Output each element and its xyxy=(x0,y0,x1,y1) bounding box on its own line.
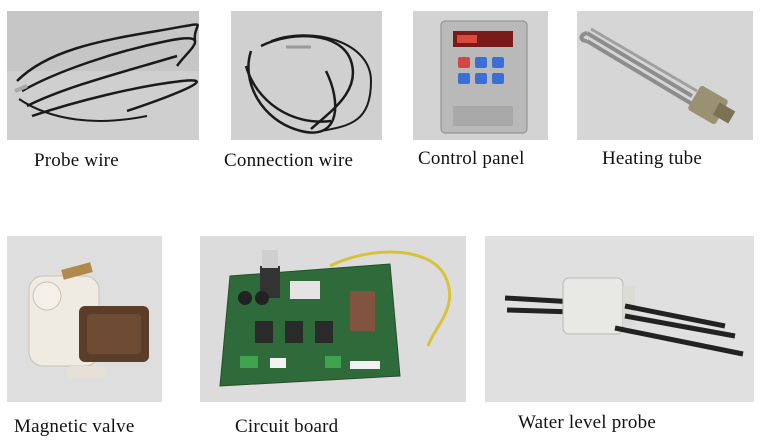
probe-wire-photo-svg xyxy=(7,11,199,140)
control-panel-photo xyxy=(413,11,548,140)
caption-control-panel: Control panel xyxy=(418,148,525,169)
probe-wire-photo xyxy=(7,11,199,140)
control-panel-photo-svg xyxy=(413,11,548,140)
magnetic-valve-photo-svg xyxy=(7,236,162,402)
caption-magnetic-valve: Magnetic valve xyxy=(14,416,135,437)
heating-tube-photo xyxy=(577,11,753,140)
caption-connection-wire: Connection wire xyxy=(224,150,354,171)
circuit-board-photo-svg xyxy=(200,236,466,402)
caption-water-level-probe: Water level probe xyxy=(518,412,656,433)
water-level-probe-photo-svg xyxy=(485,236,754,402)
caption-circuit-board: Circuit board xyxy=(235,416,339,437)
heating-tube-photo-svg xyxy=(577,11,753,140)
water-level-probe-photo xyxy=(485,236,754,402)
connection-wire-photo xyxy=(231,11,382,140)
connection-wire-photo-svg xyxy=(231,11,382,140)
caption-heating-tube: Heating tube xyxy=(602,148,703,169)
circuit-board-photo xyxy=(200,236,466,402)
caption-probe-wire: Probe wire xyxy=(34,150,119,171)
magnetic-valve-photo xyxy=(7,236,162,402)
